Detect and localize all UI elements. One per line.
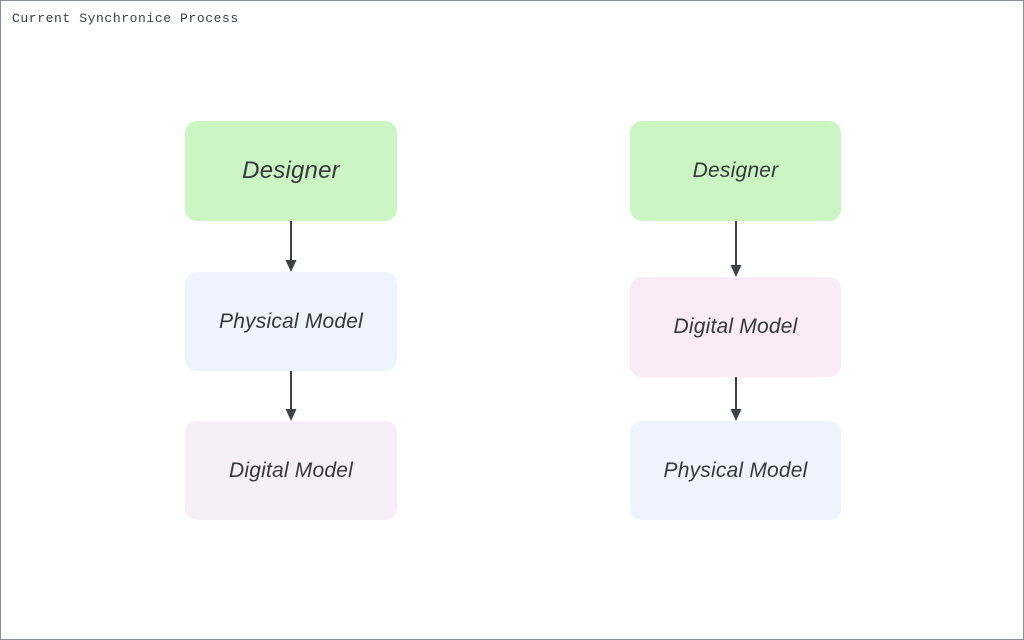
node-designer-left[interactable]: Designer [185,121,397,221]
arrow-physical-model-to-digital-model-left [280,371,302,421]
node-label: Digital Model [229,458,353,482]
node-digital-model-left[interactable]: Digital Model [185,421,397,520]
arrow-designer-to-physical-model-left [280,221,302,272]
arrow-digital-model-to-physical-model-right [725,377,747,421]
node-digital-model-right[interactable]: Digital Model [630,277,841,377]
node-physical-model-right[interactable]: Physical Model [630,421,841,520]
node-label: Physical Model [218,309,364,333]
page-title: Current Synchronice Process [12,11,239,26]
node-label: Digital Model [673,315,798,339]
arrow-designer-to-digital-model-right [725,221,747,277]
node-label: Designer [692,159,779,183]
node-physical-model-left[interactable]: Physical Model [185,272,397,371]
node-label: Designer [242,156,340,184]
node-designer-right[interactable]: Designer [630,121,841,221]
node-label: Physical Model [663,458,808,482]
